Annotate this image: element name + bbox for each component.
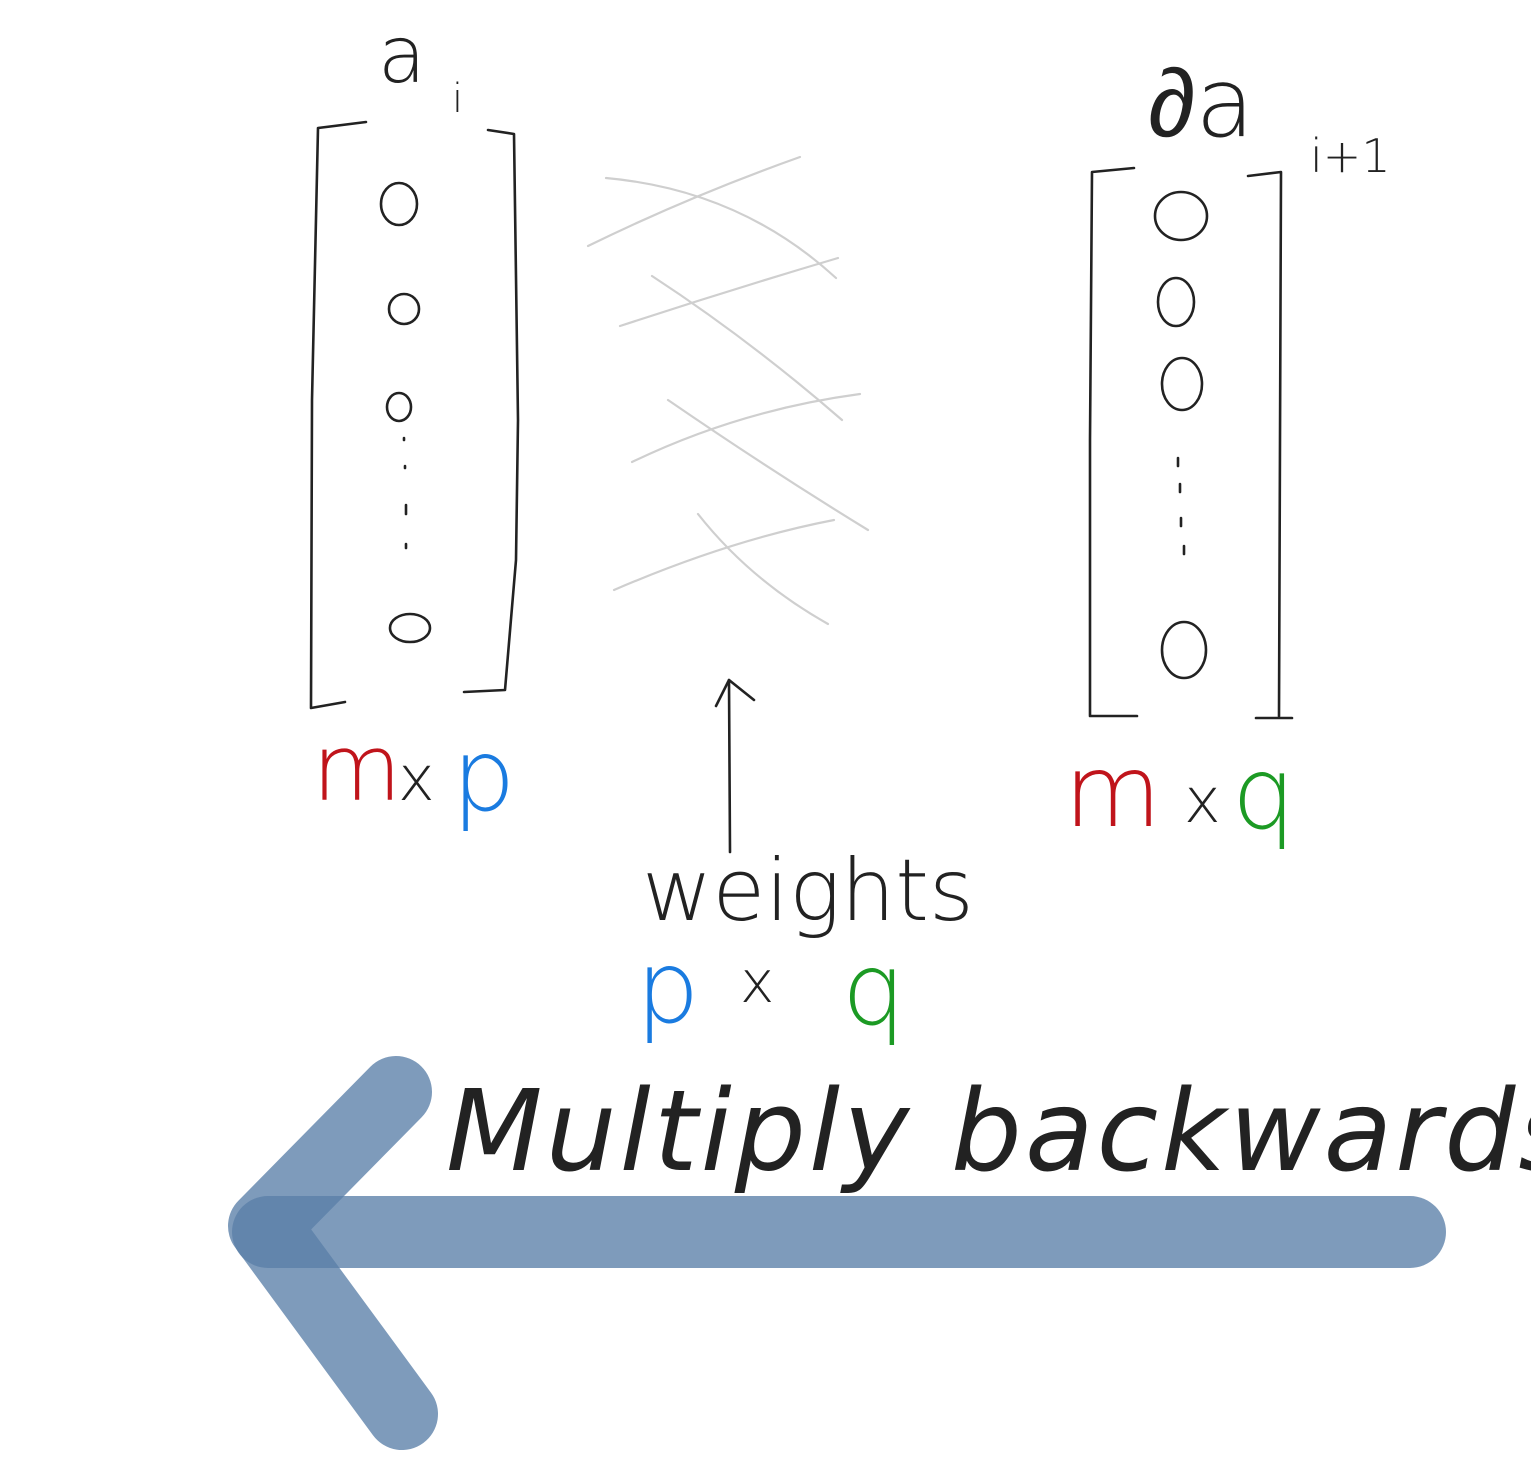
left-vector: a i m x p xyxy=(309,11,520,834)
weight-line-1 xyxy=(604,176,838,280)
right-entry-4 xyxy=(1160,620,1208,680)
pointer-shaft xyxy=(727,678,732,854)
weight-line-2 xyxy=(586,155,802,248)
weights-dim-p: p xyxy=(636,929,699,1046)
right-vector-label: ∂a xyxy=(1148,47,1254,159)
weight-line-6 xyxy=(630,392,862,464)
right-bracket-right xyxy=(1246,170,1294,720)
weights-dim-x: x xyxy=(740,948,774,1016)
right-bracket-left xyxy=(1088,166,1139,718)
left-dim-x: x xyxy=(398,742,435,815)
weights-lines xyxy=(586,155,870,626)
left-dim-m: m xyxy=(312,715,402,822)
left-entry-3 xyxy=(385,391,413,423)
weight-line-4 xyxy=(618,256,840,328)
weights-label: weights xyxy=(642,841,974,941)
weights-label-group: weights p x q xyxy=(636,841,974,1048)
arrow-head xyxy=(228,1056,438,1450)
right-entries xyxy=(1153,190,1209,680)
multiply-backwards-label: Multiply backwards xyxy=(446,1067,1531,1197)
right-entry-2 xyxy=(1156,276,1196,328)
right-dim-m: m xyxy=(1064,733,1161,850)
left-vector-subscript: i xyxy=(452,76,463,122)
right-entry-1 xyxy=(1153,190,1209,242)
right-ellipsis-dots xyxy=(1176,456,1186,556)
left-entries xyxy=(379,181,432,644)
weight-line-8 xyxy=(612,518,836,592)
left-ellipsis-dots xyxy=(402,436,408,550)
left-bracket-right xyxy=(462,128,520,694)
left-entry-2 xyxy=(387,292,421,326)
weight-line-5 xyxy=(666,398,870,532)
multiply-backwards-arrow xyxy=(228,1056,1446,1450)
left-vector-label: a xyxy=(378,11,426,101)
right-vector: ∂a i+1 m x q xyxy=(1064,47,1391,852)
weight-line-3 xyxy=(650,274,844,422)
left-dim-p: p xyxy=(452,717,515,834)
right-dim-q: q xyxy=(1232,735,1295,852)
left-entry-4 xyxy=(388,612,432,644)
left-entry-1 xyxy=(379,181,419,227)
right-dim-x: x xyxy=(1184,764,1221,837)
left-bracket-left xyxy=(309,120,368,710)
weight-line-7 xyxy=(696,512,830,626)
right-vector-subscript: i+1 xyxy=(1310,129,1391,183)
weights-pointer-arrow xyxy=(714,678,756,854)
right-entry-3 xyxy=(1160,356,1204,412)
pointer-head xyxy=(714,678,756,708)
weights-dim-q: q xyxy=(842,931,905,1048)
